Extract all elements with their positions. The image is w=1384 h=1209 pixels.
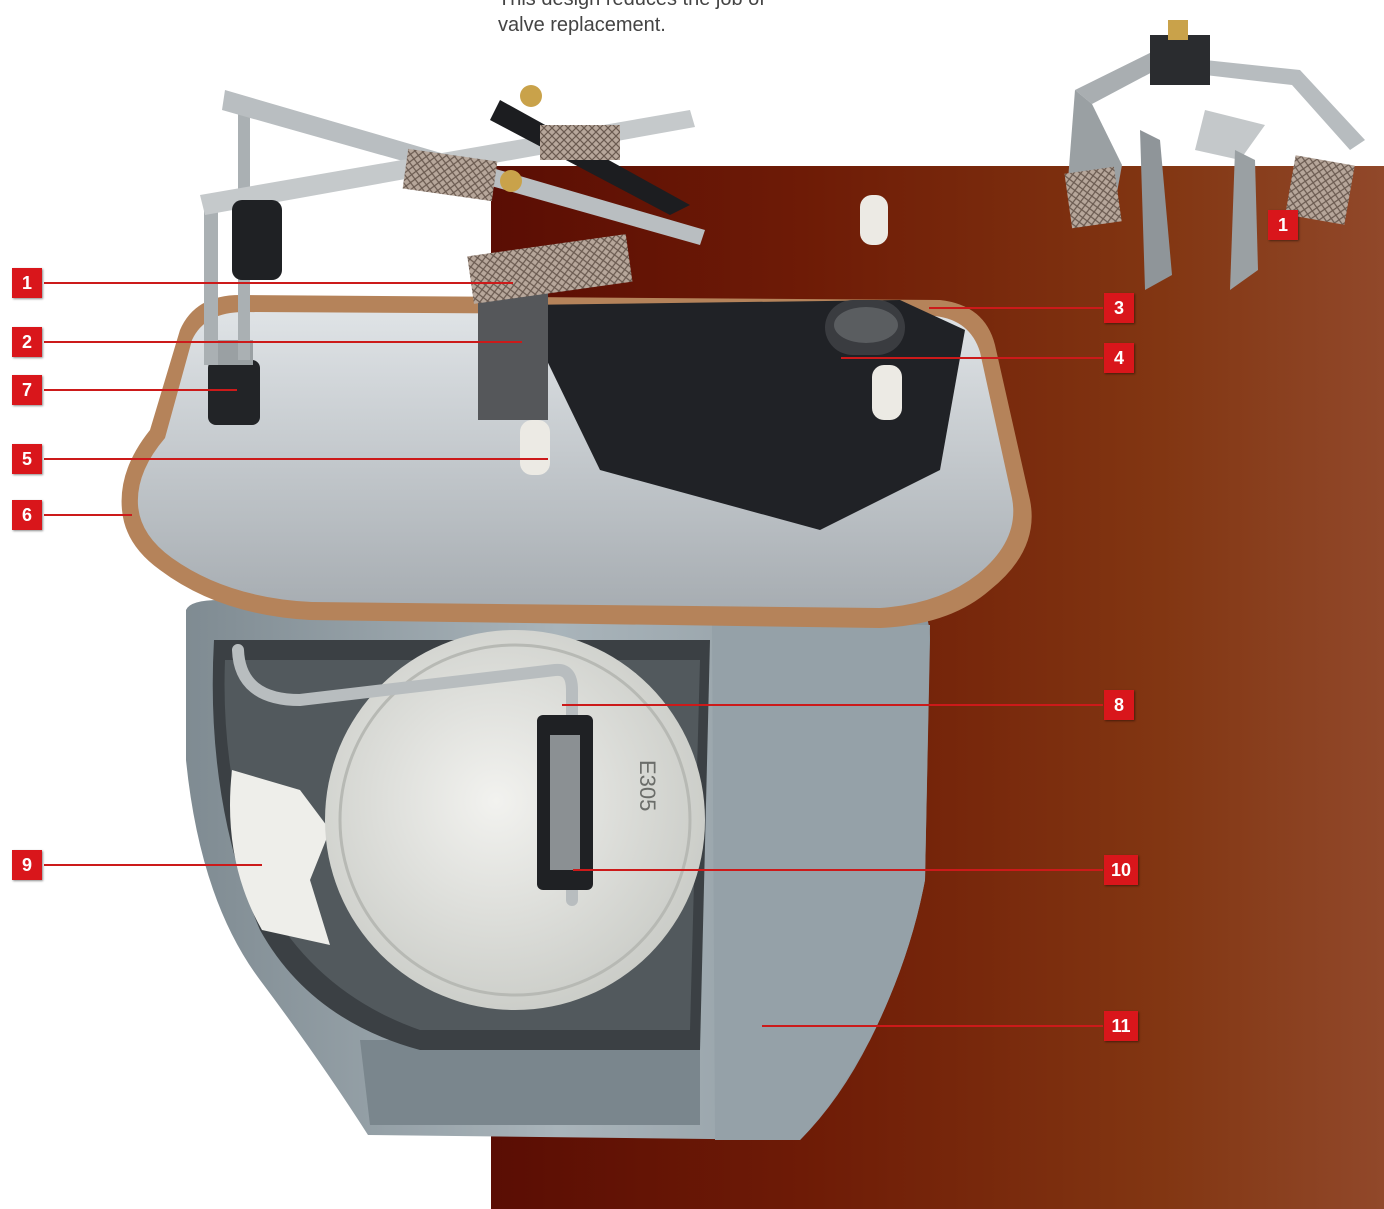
callout-9: 9 [12, 850, 42, 880]
leader-lines [44, 282, 1103, 1027]
callout-4: 4 [1104, 343, 1134, 373]
caption-line-2: valve replacement. [498, 14, 666, 36]
caption-text: This design reduces the job of valve rep… [498, 0, 818, 38]
inset-callout-1: 1 [1268, 210, 1298, 240]
callout-10: 10 [1104, 855, 1138, 885]
inset-spring-clip [1064, 20, 1365, 290]
callout-11: 11 [1104, 1011, 1138, 1041]
valve-housing: E305 [186, 595, 930, 1140]
caption-line-1: This design reduces the job of [498, 0, 818, 12]
callout-8: 8 [1104, 690, 1134, 720]
callout-2: 2 [12, 327, 42, 357]
housing-stamp: E305 [635, 760, 660, 811]
callout-6: 6 [12, 500, 42, 530]
callout-1: 1 [12, 268, 42, 298]
lever-linkage [200, 85, 705, 365]
piston-disc [325, 630, 705, 1010]
callout-3: 3 [1104, 293, 1134, 323]
callout-7: 7 [12, 375, 42, 405]
callout-5: 5 [12, 444, 42, 474]
